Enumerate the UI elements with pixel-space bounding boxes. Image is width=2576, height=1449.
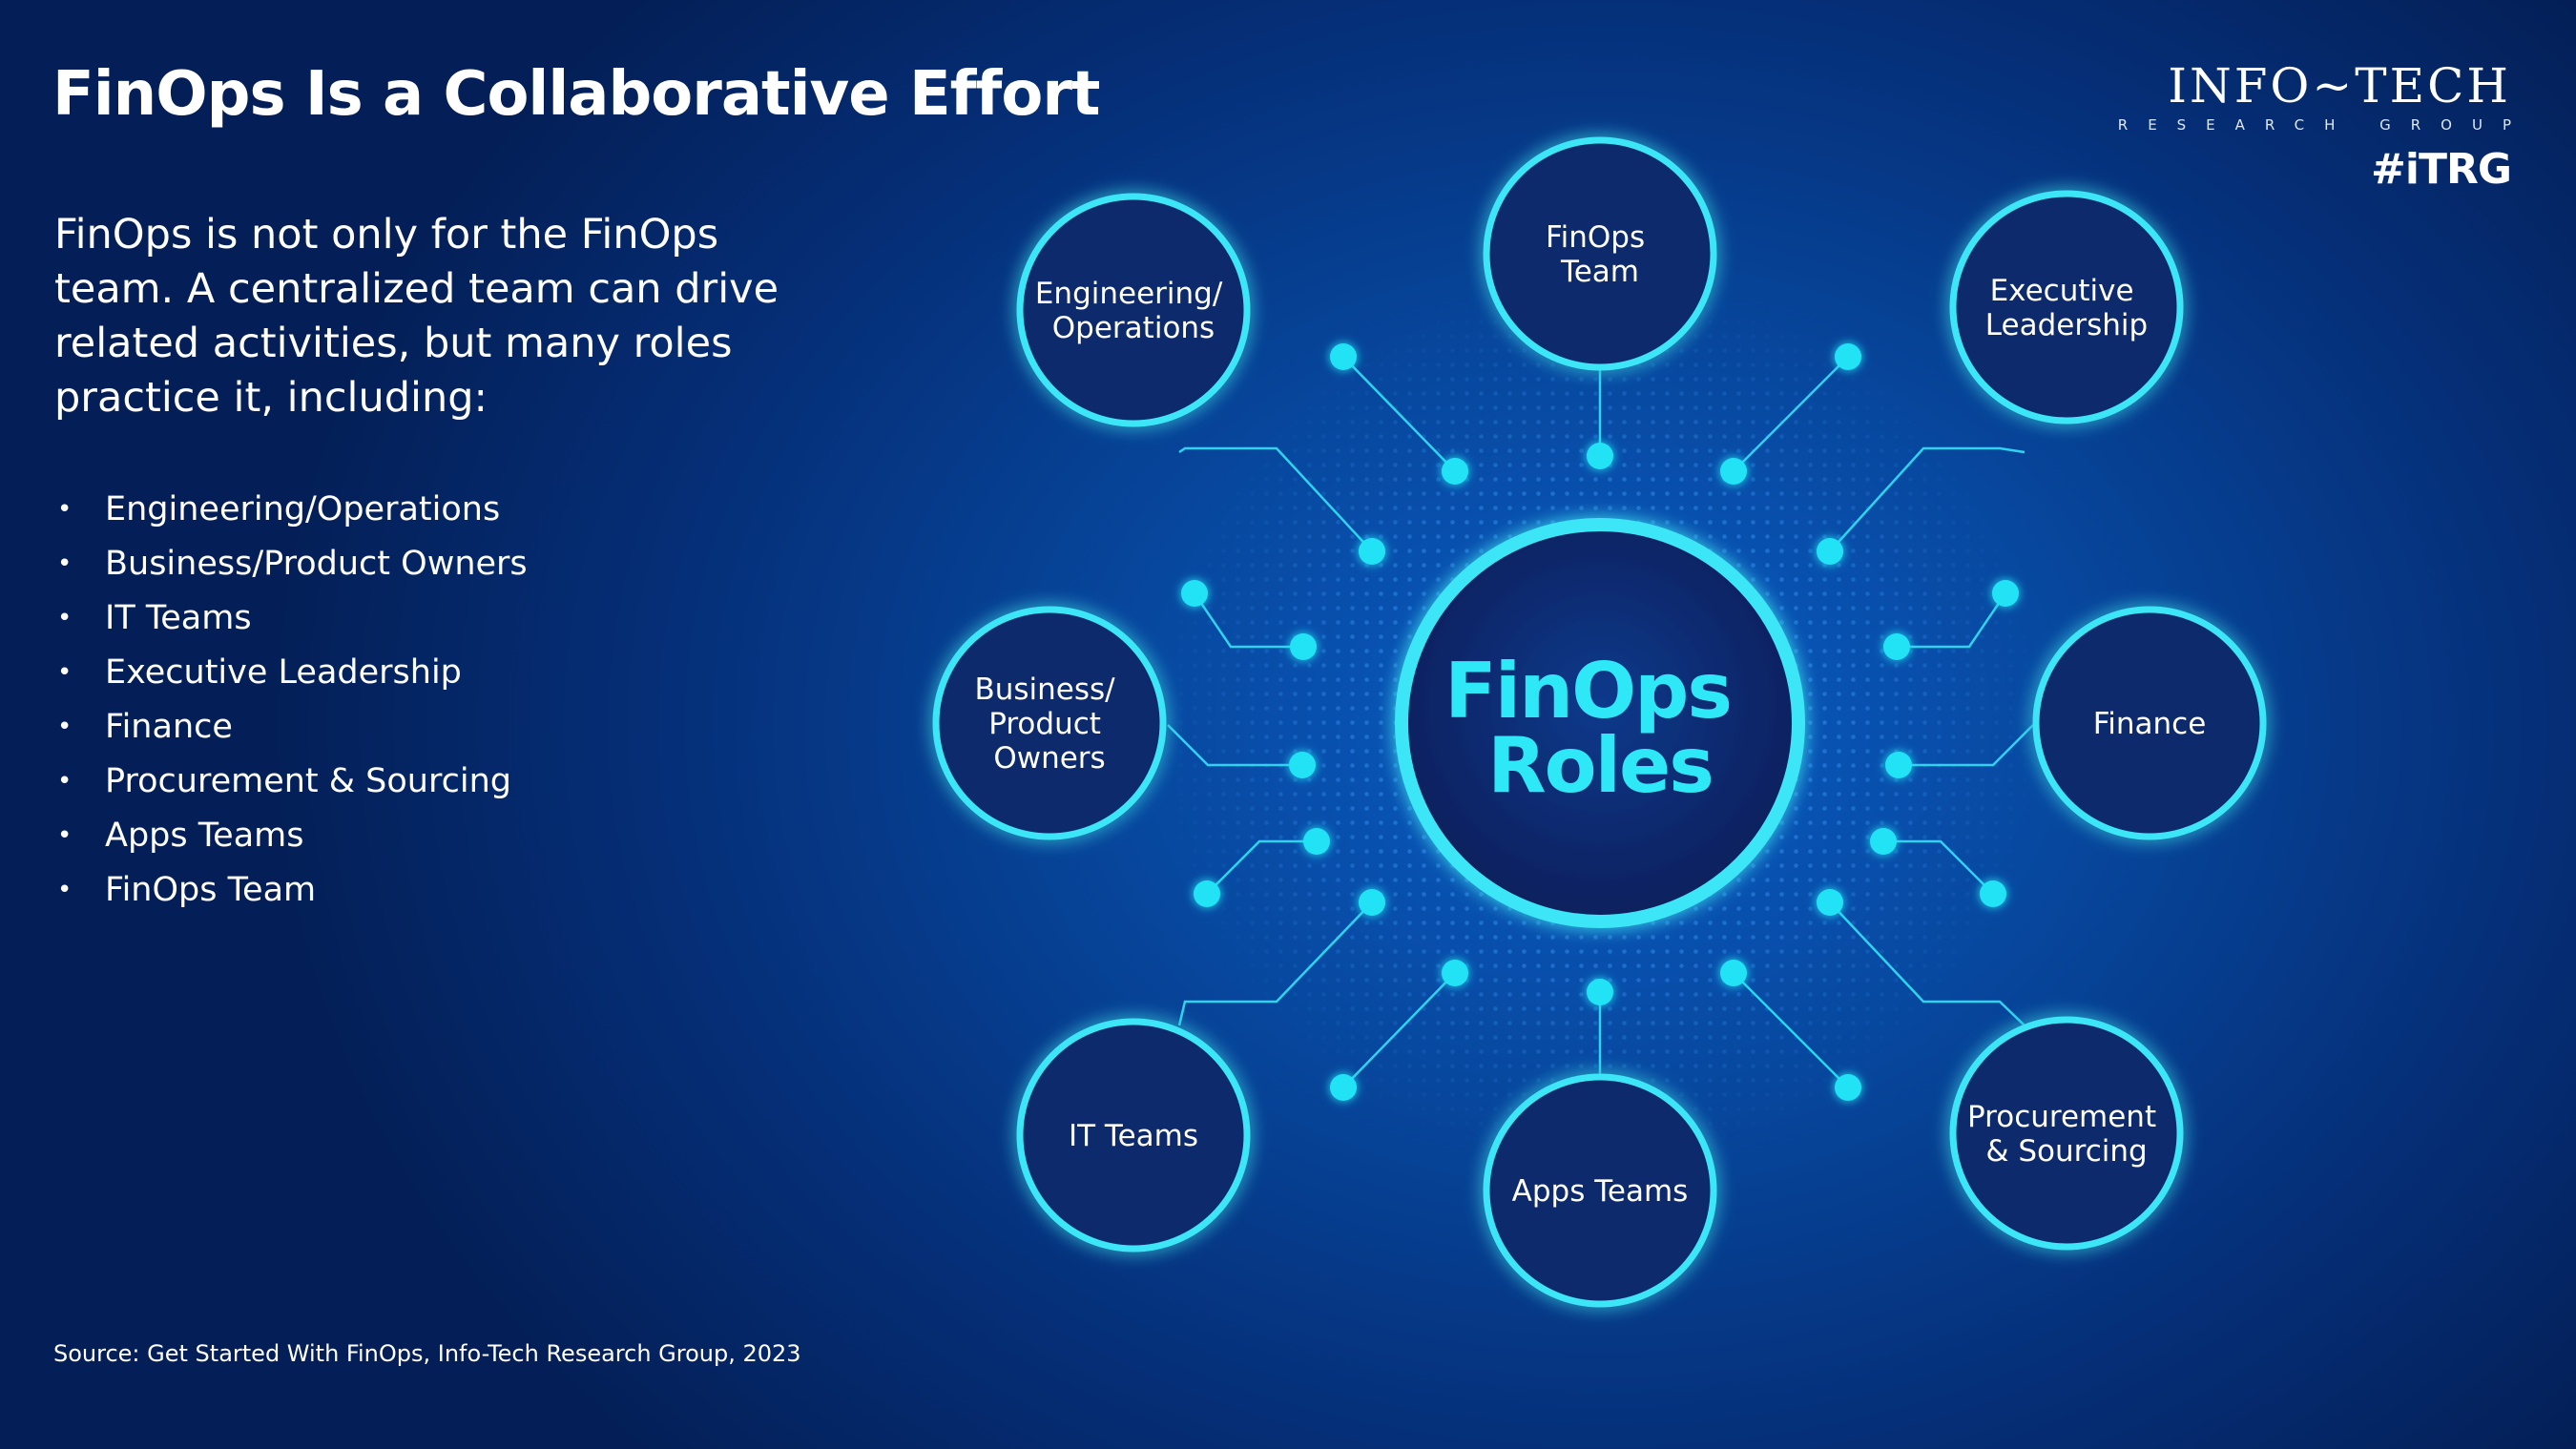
center-label-line-2: Roles [1487, 721, 1713, 810]
intro-text: FinOps is not only for the FinOps team. … [54, 211, 779, 422]
list-item-label: IT Teams [105, 598, 252, 637]
node-dot [1303, 828, 1330, 855]
bullet-icon: • [57, 820, 73, 850]
node-dot [1359, 889, 1385, 916]
center-label-line-1: FinOps [1444, 647, 1731, 735]
bullet-icon: • [57, 549, 73, 578]
node-label: Procurement & Sourcing [1967, 1100, 2166, 1169]
role-node-it-teams: IT Teams [1016, 1018, 1251, 1252]
bullet-icon: • [57, 494, 73, 524]
node-dot [1720, 458, 1747, 485]
logo-subtitle: RESEARCH GROUP [2117, 116, 2531, 134]
list-item-label: Finance [105, 707, 233, 746]
node-dot [1442, 960, 1468, 986]
node-dot [1359, 538, 1385, 565]
connector-dots [1181, 343, 2019, 1101]
node-label: FinOps Team [1546, 220, 1654, 289]
list-item: • Engineering/Operations [57, 482, 528, 536]
list-item: • IT Teams [57, 590, 528, 645]
bullet-icon: • [57, 875, 73, 904]
role-node-apps-teams: Apps Teams [1483, 1073, 1717, 1308]
node-dot [1720, 960, 1747, 986]
trace-4 [1897, 592, 2007, 649]
node-dot [1194, 880, 1220, 907]
node-dot [1290, 633, 1317, 660]
bullet-icon: • [57, 766, 73, 796]
list-item-label: Apps Teams [105, 816, 304, 855]
connector-procurement [1829, 901, 2025, 1026]
node-dot [1835, 1074, 1861, 1101]
node-dot [1587, 443, 1613, 469]
node-dot [1442, 458, 1468, 485]
role-node-finops-team: FinOps Team [1483, 136, 1717, 371]
list-item: • Finance [57, 699, 528, 754]
node-dot [1330, 1074, 1357, 1101]
list-item-label: Engineering/Operations [105, 489, 501, 528]
trace-5 [1206, 839, 1317, 895]
node-dot [1817, 538, 1843, 565]
list-item-label: Executive Leadership [105, 652, 462, 692]
node-label: IT Teams [1069, 1119, 1198, 1153]
connector-engineering [1178, 446, 1373, 552]
list-item: • Procurement & Sourcing [57, 754, 528, 808]
node-dot [1883, 633, 1910, 660]
node-dot [1870, 828, 1897, 855]
trace-6 [1883, 839, 1994, 895]
role-node-executive-leadership: Executive Leadership [1949, 190, 2184, 424]
node-dot [1992, 580, 2019, 607]
list-item-label: Business/Product Owners [105, 544, 528, 583]
connector-finance [1899, 724, 2034, 767]
node-dot [1835, 343, 1861, 370]
list-item: • Business/Product Owners [57, 536, 528, 590]
list-item-label: FinOps Team [105, 870, 317, 909]
center-label: FinOps Roles [1444, 647, 1755, 810]
role-node-procurement-sourcing: Procurement & Sourcing [1949, 1016, 2184, 1251]
node-dot [1885, 752, 1912, 778]
bullet-icon: • [57, 657, 73, 687]
role-node-business-product-owners: Business/ Product Owners [932, 606, 1167, 840]
node-label: Business/ Product Owners [974, 673, 1124, 776]
trace-7 [1342, 972, 1456, 1088]
list-item: • Apps Teams [57, 808, 528, 862]
info-tech-logo: INFO~TECH RESEARCH GROUP #iTRG [2118, 58, 2512, 194]
trace-2 [1733, 356, 1849, 472]
node-dot [1817, 889, 1843, 916]
role-node-engineering-operations: Engineering/ Operations [1016, 193, 1251, 427]
node-dot [1330, 343, 1357, 370]
node-dot [1980, 880, 2006, 907]
node-label: Engineering/ Operations [1035, 277, 1232, 345]
bullet-icon: • [57, 603, 73, 632]
connector-executive [1829, 446, 2025, 552]
connector-it [1177, 901, 1373, 1026]
list-item: • Executive Leadership [57, 645, 528, 699]
node-label: Finance [2093, 707, 2207, 741]
node-dot [1289, 752, 1316, 778]
logo-name: INFO~TECH [2168, 58, 2511, 114]
node-label: Apps Teams [1512, 1174, 1689, 1209]
list-item: • FinOps Team [57, 862, 528, 917]
node-dot [1181, 580, 1208, 607]
node-label: Executive Leadership [1985, 274, 2148, 342]
trace-1 [1342, 356, 1456, 472]
center-node: FinOps Roles [1395, 518, 1805, 928]
trace-8 [1733, 972, 1849, 1088]
logo-hashtag: #iTRG [2371, 145, 2512, 194]
list-item-label: Procurement & Sourcing [105, 761, 511, 800]
source-citation: Source: Get Started With FinOps, Info-Te… [53, 1340, 801, 1367]
trace-3 [1193, 592, 1303, 649]
connector-lines [1167, 356, 2034, 1088]
page-title: FinOps Is a Collaborative Effort [52, 59, 1100, 130]
bullet-icon: • [57, 712, 73, 741]
connector-business [1167, 724, 1302, 767]
roles-list: • Engineering/Operations • Business/Produc… [57, 482, 528, 917]
role-node-finance: Finance [2032, 606, 2267, 840]
node-dot [1587, 979, 1613, 1005]
